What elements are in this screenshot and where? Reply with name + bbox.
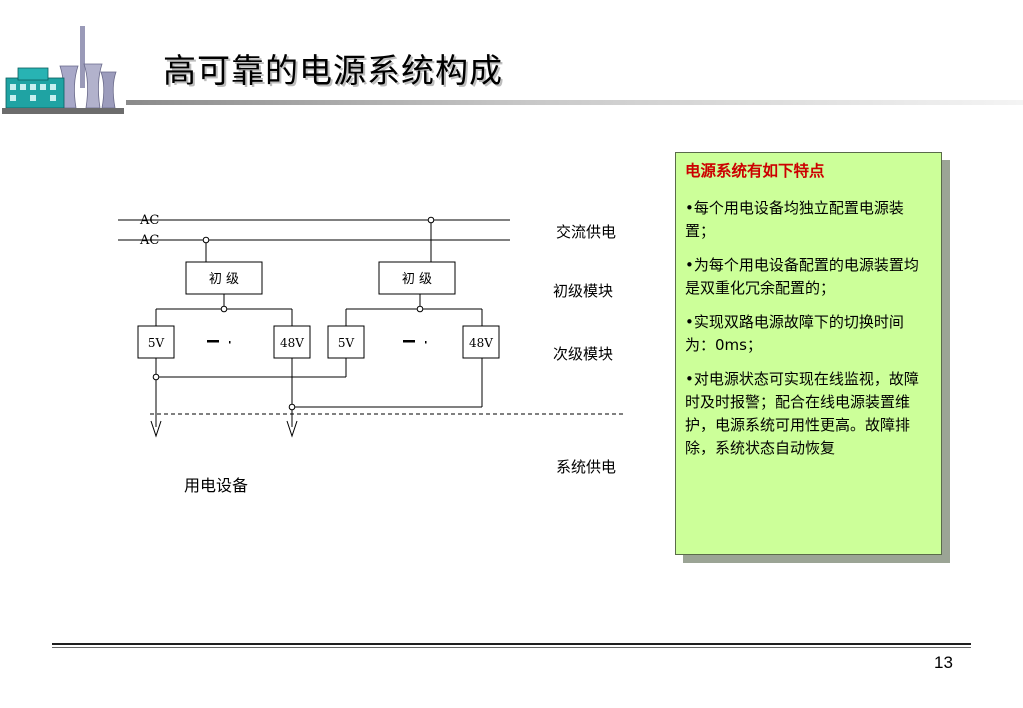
- primary-module-label-2: 初 级: [402, 272, 432, 287]
- ac-label-2: AC: [139, 233, 159, 248]
- load-device-label: 用电设备: [184, 476, 249, 495]
- secondary-label-48v-1: 48V: [280, 336, 304, 350]
- title-divider: [126, 100, 1023, 105]
- page-number: 13: [934, 653, 953, 672]
- footer-divider-thin: [52, 647, 971, 648]
- secondary-module-48v-2: [462, 325, 500, 359]
- stage-label-primary: 初级模块: [553, 282, 614, 300]
- stage-label-system-supply: 系统供电: [556, 458, 617, 476]
- secondary-label-5v-2: 5V: [338, 336, 355, 350]
- converter-mark-1: [207, 340, 219, 343]
- power-plant-logo-icon: [2, 26, 124, 114]
- slide-title: 高可靠的电源系统构成: [163, 51, 503, 90]
- primary-module-label-1: 初 级: [209, 272, 239, 287]
- info-panel-heading: 电源系统有如下特点: [685, 162, 825, 180]
- footer-divider: [52, 643, 971, 645]
- ac-label-1: AC: [139, 213, 159, 228]
- converter-mark-2: [403, 340, 415, 343]
- stage-label-ac-supply: 交流供电: [556, 223, 617, 241]
- secondary-label-5v-1: 5V: [148, 336, 165, 350]
- secondary-label-48v-2: 48V: [469, 336, 493, 350]
- info-item-2: •为每个用电设备配置的电源装置均是双重化冗余配置的；: [685, 256, 919, 297]
- info-item-4: •对电源状态可实现在线监视，故障时及时报警；配合在线电源装置维护，电源系统可用性…: [685, 370, 919, 457]
- power-system-diagram: AC AC 初 级 初 级 5V 48V 5V 48V: [118, 213, 624, 438]
- info-panel: 电源系统有如下特点 •每个用电设备均独立配置电源装置； •为每个用电设备配置的电…: [675, 152, 942, 555]
- info-item-3: •实现双路电源故障下的切换时间为：0ms；: [685, 313, 904, 354]
- primary-module-2: [378, 261, 456, 295]
- info-item-1: •每个用电设备均独立配置电源装置；: [685, 199, 904, 240]
- stage-label-secondary: 次级模块: [553, 345, 614, 363]
